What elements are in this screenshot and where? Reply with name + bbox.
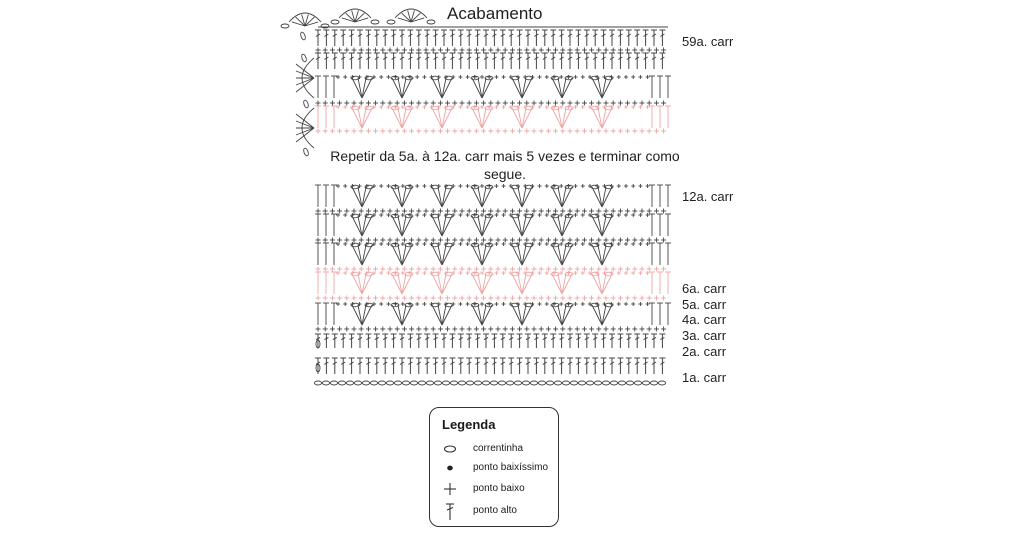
legend-label-double: ponto alto	[473, 505, 517, 516]
row-2-turning-chain	[315, 339, 321, 349]
row-10-fan	[315, 213, 671, 237]
row-3-sc	[315, 326, 667, 332]
legend-label-single: ponto baixo	[473, 483, 525, 494]
top-row-fan-a	[315, 75, 671, 99]
finish-scallops	[280, 8, 436, 157]
top-row-sc-b	[315, 100, 667, 106]
legend-title: Legenda	[442, 417, 496, 432]
legend-item-slip: ponto baixíssimo	[442, 459, 560, 477]
row-5-sc-pink	[315, 295, 667, 301]
legend-label-slip: ponto baixíssimo	[473, 462, 549, 473]
legend-item-single: ponto baixo	[442, 480, 560, 498]
row-1-turning-chain	[315, 363, 321, 373]
slip-stitch-icon	[447, 465, 453, 471]
row-9-sc	[315, 237, 667, 243]
legend-item-chain: correntinha	[442, 440, 560, 458]
top-row-fan-pink	[315, 105, 671, 129]
row-8-fan	[315, 242, 671, 266]
row-11-sc	[315, 208, 667, 214]
top-row-sc-a	[315, 47, 667, 53]
row-6-fan-pink	[315, 271, 671, 295]
row-label-3: 3a. carr	[682, 328, 727, 343]
row-label-4: 4a. carr	[682, 312, 727, 327]
row-label-2: 2a. carr	[682, 344, 727, 359]
row-4-fan	[315, 302, 671, 326]
legend-box: Legenda correntinha ponto baixíssimo pon…	[429, 407, 559, 527]
chain-stitch-icon	[443, 445, 457, 453]
legend-label-chain: correntinha	[473, 443, 524, 454]
row-label-6: 6a. carr	[682, 281, 727, 296]
top-row-sc-pink	[315, 128, 667, 134]
row-12-fan	[315, 184, 671, 208]
legend-item-double: ponto alto	[442, 502, 560, 520]
top-row-dc-59	[315, 29, 666, 46]
foundation-chain	[313, 380, 667, 386]
row-label-12: 12a. carr	[682, 189, 734, 204]
row-label-1: 1a. carr	[682, 370, 727, 385]
top-row-dc-b	[315, 52, 666, 69]
row-1-dc	[315, 357, 666, 374]
double-crochet-icon	[446, 503, 454, 520]
row-2-dc	[315, 333, 666, 348]
row-label-5: 5a. carr	[682, 297, 727, 312]
single-crochet-icon	[444, 483, 456, 495]
row-label-59: 59a. carr	[682, 34, 734, 49]
row-7-sc-pink	[315, 266, 667, 272]
chart-title: Acabamento	[447, 4, 543, 23]
repeat-instruction: Repetir da 5a. à 12a. carr mais 5 vezes …	[330, 148, 680, 182]
